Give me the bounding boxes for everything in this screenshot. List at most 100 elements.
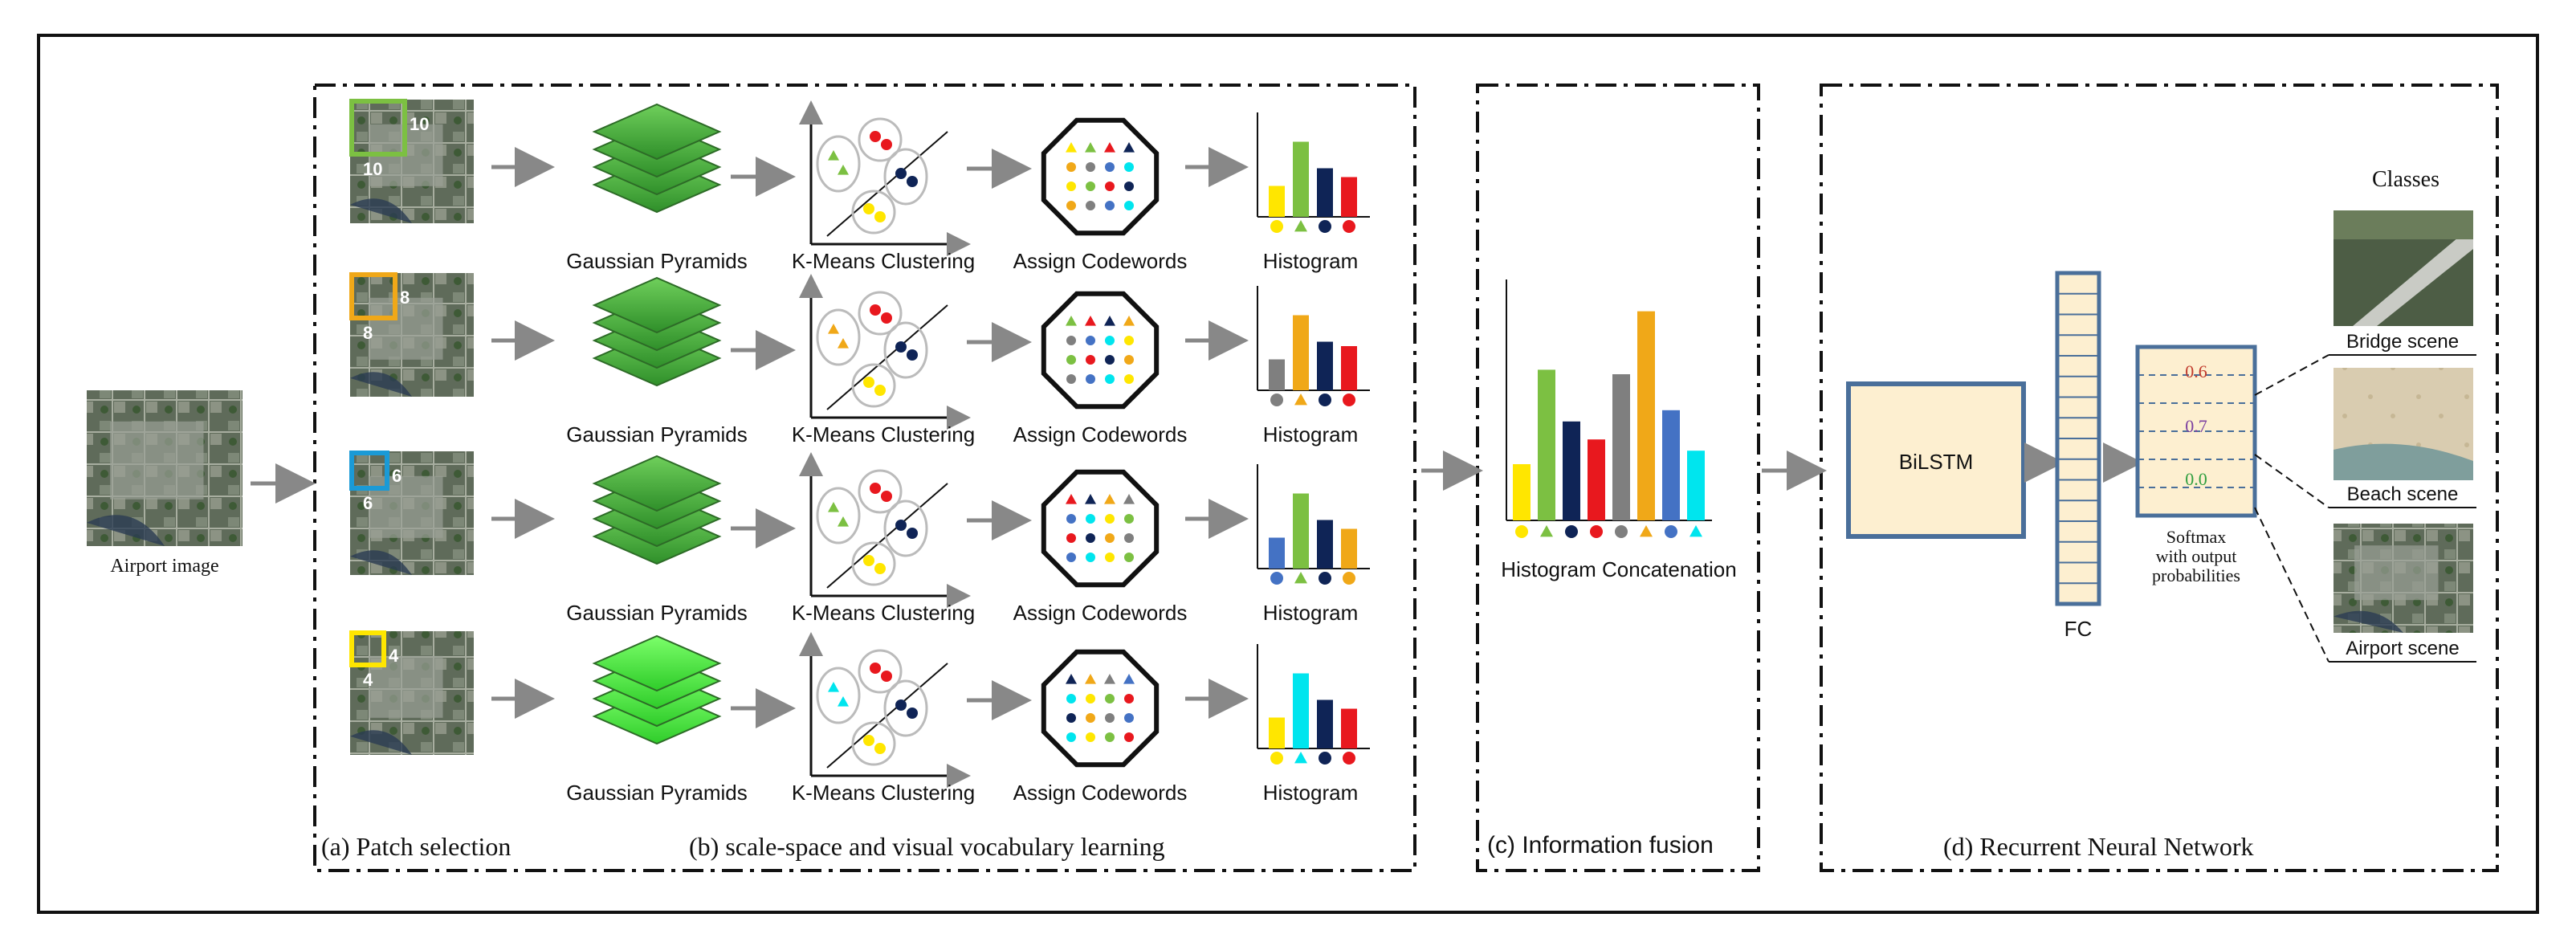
concat-hist-bar-7 [1662, 410, 1680, 520]
row3-codeword [1105, 533, 1115, 543]
row3-cluster-point [863, 555, 874, 566]
row2-cluster-point [907, 349, 918, 361]
row1-patch-image [350, 100, 474, 223]
row3-codeword [1086, 553, 1095, 562]
row4-codeword [1124, 694, 1134, 703]
section-label-a: (a) Patch selection [321, 832, 512, 861]
row1-hist-bar-4 [1341, 177, 1357, 217]
row4-patch-size-height: 4 [363, 670, 373, 690]
concat-hist-marker [1590, 525, 1603, 538]
row3-cluster-point [870, 483, 881, 494]
class-label-beach: Beach scene [2346, 483, 2459, 505]
row2-patch-image-courts [369, 297, 443, 360]
row4-cluster-point [907, 708, 918, 719]
row3-cluster-point [895, 520, 907, 531]
row3-codeword [1066, 533, 1076, 543]
row2-codeword-octagon [1041, 291, 1160, 410]
bilstm-label: BiLSTM [1898, 450, 1974, 474]
row4-cluster-point [828, 682, 839, 692]
row1-patch-box [349, 99, 407, 157]
row4-hist-marker [1270, 752, 1283, 765]
row1-codeword [1105, 162, 1115, 172]
row3-histogram-label: Histogram [1262, 601, 1359, 625]
row2-patch-size-height: 8 [363, 323, 373, 343]
row1-cluster-ring-2 [858, 117, 903, 162]
row2-hist-bar-4 [1341, 346, 1357, 390]
row4-codeword [1066, 674, 1077, 684]
row2-hist-bar-3 [1317, 341, 1333, 390]
row3-codeword [1124, 553, 1134, 562]
class-label-bridge: Bridge scene [2346, 331, 2460, 353]
row1-cluster-point [838, 165, 849, 175]
concat-hist-bar-1 [1513, 464, 1531, 520]
concat-hist-marker [1665, 525, 1677, 538]
row1-codeword [1086, 181, 1095, 191]
row2-codeword [1105, 374, 1115, 384]
row2-cluster-point [881, 312, 892, 324]
row1-codeword [1123, 142, 1135, 153]
row3-cluster-ring-4 [851, 541, 896, 586]
softmax-probability-2: 0.7 [2185, 416, 2207, 436]
row1-hist-marker [1319, 220, 1331, 233]
row2-cluster-point [895, 341, 907, 353]
row4-codeword [1124, 732, 1134, 742]
concat-hist-bar-3 [1563, 421, 1580, 520]
row3-hist-marker [1294, 572, 1307, 584]
row2-cluster-point [838, 338, 849, 349]
row4-codeword-octagon [1041, 649, 1160, 768]
row3-kmeans-boundary [826, 483, 948, 589]
row3-pyramid-label: Gaussian Pyramids [566, 601, 748, 625]
row2-kmeans-boundary [826, 304, 948, 410]
row3-cluster-ring-2 [858, 469, 903, 514]
airport-input-image [87, 390, 243, 546]
row3-codeword [1086, 533, 1095, 543]
row3-codeword [1086, 514, 1095, 524]
row3-hist-marker [1270, 572, 1283, 585]
row1-cluster-point [895, 168, 907, 179]
row4-hist-bar-3 [1317, 699, 1333, 748]
beach-water [2333, 443, 2473, 480]
row4-codeword [1105, 713, 1115, 723]
concat-hist-marker [1615, 525, 1628, 538]
bilstm-block [1846, 381, 2026, 539]
row1-codeword [1124, 162, 1134, 172]
row4-hist-bar-4 [1341, 708, 1357, 748]
row4-codeword [1086, 694, 1095, 703]
row2-cluster-ring-4 [851, 363, 896, 408]
row1-cluster-ring-1 [816, 135, 861, 193]
connector-beach [2254, 454, 2329, 508]
row1-hist-bar-3 [1317, 168, 1333, 217]
row3-codeword [1066, 553, 1076, 562]
concat-label: Histogram Concatenation [1501, 557, 1737, 581]
row2-codeword [1066, 355, 1076, 365]
row4-codeword [1066, 694, 1076, 703]
concat-hist-bar-8 [1687, 451, 1705, 520]
row4-codewords-label: Assign Codewords [1013, 781, 1188, 805]
row2-cluster-ring-1 [816, 308, 861, 366]
row2-codeword [1124, 336, 1134, 345]
concat-hist-bar-6 [1637, 311, 1655, 520]
row2-patch-image-water [350, 372, 412, 397]
row1-cluster-point [874, 211, 886, 222]
row4-hist-marker [1319, 752, 1331, 765]
row3-codeword [1124, 514, 1134, 524]
row3-patch-image-courts [369, 475, 443, 538]
row4-codeword [1086, 732, 1095, 742]
row3-codeword-octagon [1041, 469, 1160, 588]
section-label-b: (b) scale-space and visual vocabulary le… [689, 832, 1165, 861]
row2-hist-marker [1294, 394, 1307, 406]
connector-bridge [2254, 354, 2329, 396]
row1-codeword [1085, 142, 1096, 153]
row3-codeword [1105, 514, 1115, 524]
section-label-c: (c) Information fusion [1487, 832, 1714, 858]
softmax-probability-1: 0.6 [2185, 361, 2207, 381]
row1-patch-image-water [350, 198, 412, 223]
row3-patch-size-height: 6 [363, 493, 373, 513]
fc-label: FC [2064, 617, 2093, 641]
airport-input-image-water [87, 515, 165, 546]
outer-frame [37, 34, 2539, 914]
row3-hist-bar-2 [1293, 493, 1309, 569]
class-label-airport: Airport scene [2346, 638, 2460, 659]
row1-codeword [1066, 162, 1076, 172]
row3-hist-marker [1319, 572, 1331, 585]
